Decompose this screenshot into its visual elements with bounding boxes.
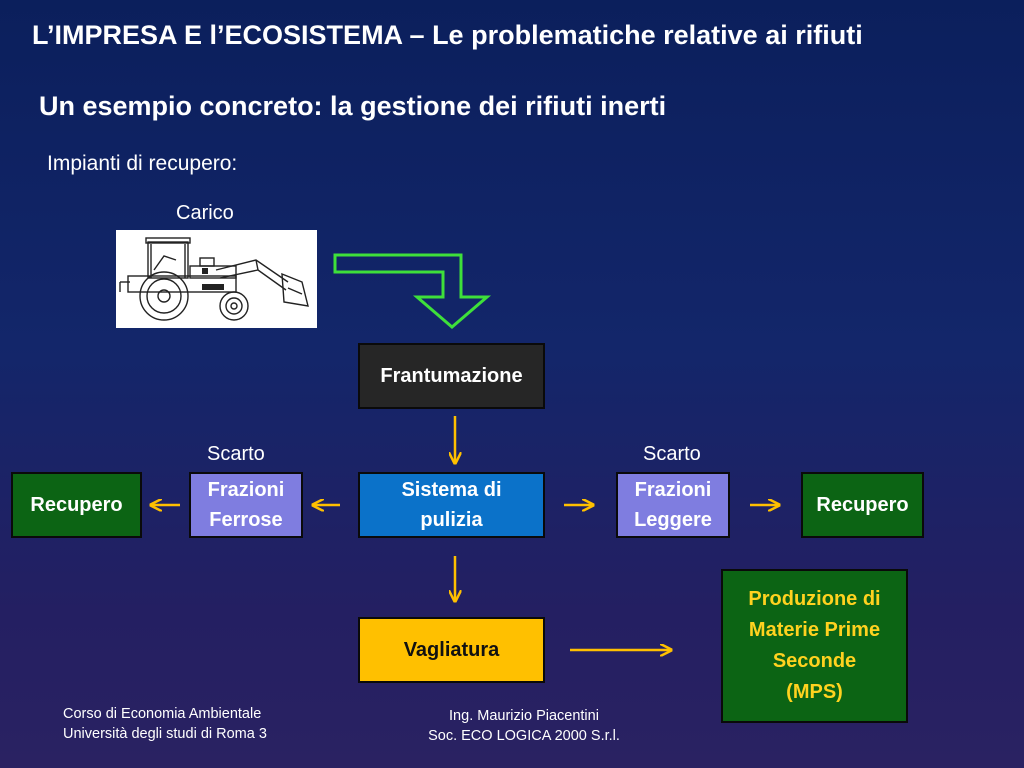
node-mps: Produzione di Materie Prime Seconde (MPS… [721,569,908,723]
node-leggere-line-1: Frazioni [634,479,712,501]
node-sistema-line-1: Sistema di [401,479,502,501]
node-frazioni-leggere: Frazioni Leggere [616,472,730,538]
footer-left: Corso di Economia Ambientale Università … [63,704,267,745]
node-vagliatura-label: Vagliatura [403,639,500,661]
footer-company: Soc. ECO LOGICA 2000 S.r.l. [428,728,620,745]
node-frazioni-ferrose: Frazioni Ferrose [189,472,303,538]
footer-course: Corso di Economia Ambientale [63,706,262,722]
tractor-image [116,230,317,328]
node-leggere-line-2: Leggere [634,509,712,531]
slide-title: L’IMPRESA E l’ECOSISTEMA – Le problemati… [32,20,863,50]
footer-university: Università degli studi di Roma 3 [63,726,267,743]
section-label: Impianti di recupero: [47,152,238,175]
node-mps-line-3: Seconde [772,650,857,672]
node-ferrose-line-1: Frazioni [207,479,285,501]
node-recupero-right: Recupero [801,472,924,538]
tractor-loader-icon [119,237,309,321]
node-frantumazione-label: Frantumazione [380,365,523,387]
node-mps-line-2: Materie Prime [748,619,881,641]
carico-label: Carico [176,202,234,224]
node-sistema-di-pulizia: Sistema di pulizia [358,472,545,538]
node-sistema-line-2: pulizia [420,509,483,531]
scarto-label-right: Scarto [643,443,701,465]
node-mps-line-4: (MPS) [786,681,843,703]
node-recupero-left-label: Recupero [30,494,123,516]
footer-author: Ing. Maurizio Piacentini [449,708,599,724]
node-vagliatura: Vagliatura [358,617,545,683]
scarto-label-left: Scarto [207,443,265,465]
node-mps-line-1: Produzione di [748,588,881,610]
node-frantumazione: Frantumazione [358,343,545,409]
green-chevron-arrow [333,253,492,329]
node-recupero-right-label: Recupero [816,494,909,516]
footer-right: Ing. Maurizio Piacentini Soc. ECO LOGICA… [414,706,634,747]
node-ferrose-line-2: Ferrose [209,509,283,531]
node-recupero-left: Recupero [11,472,142,538]
slide-subtitle: Un esempio concreto: la gestione dei rif… [39,91,667,121]
